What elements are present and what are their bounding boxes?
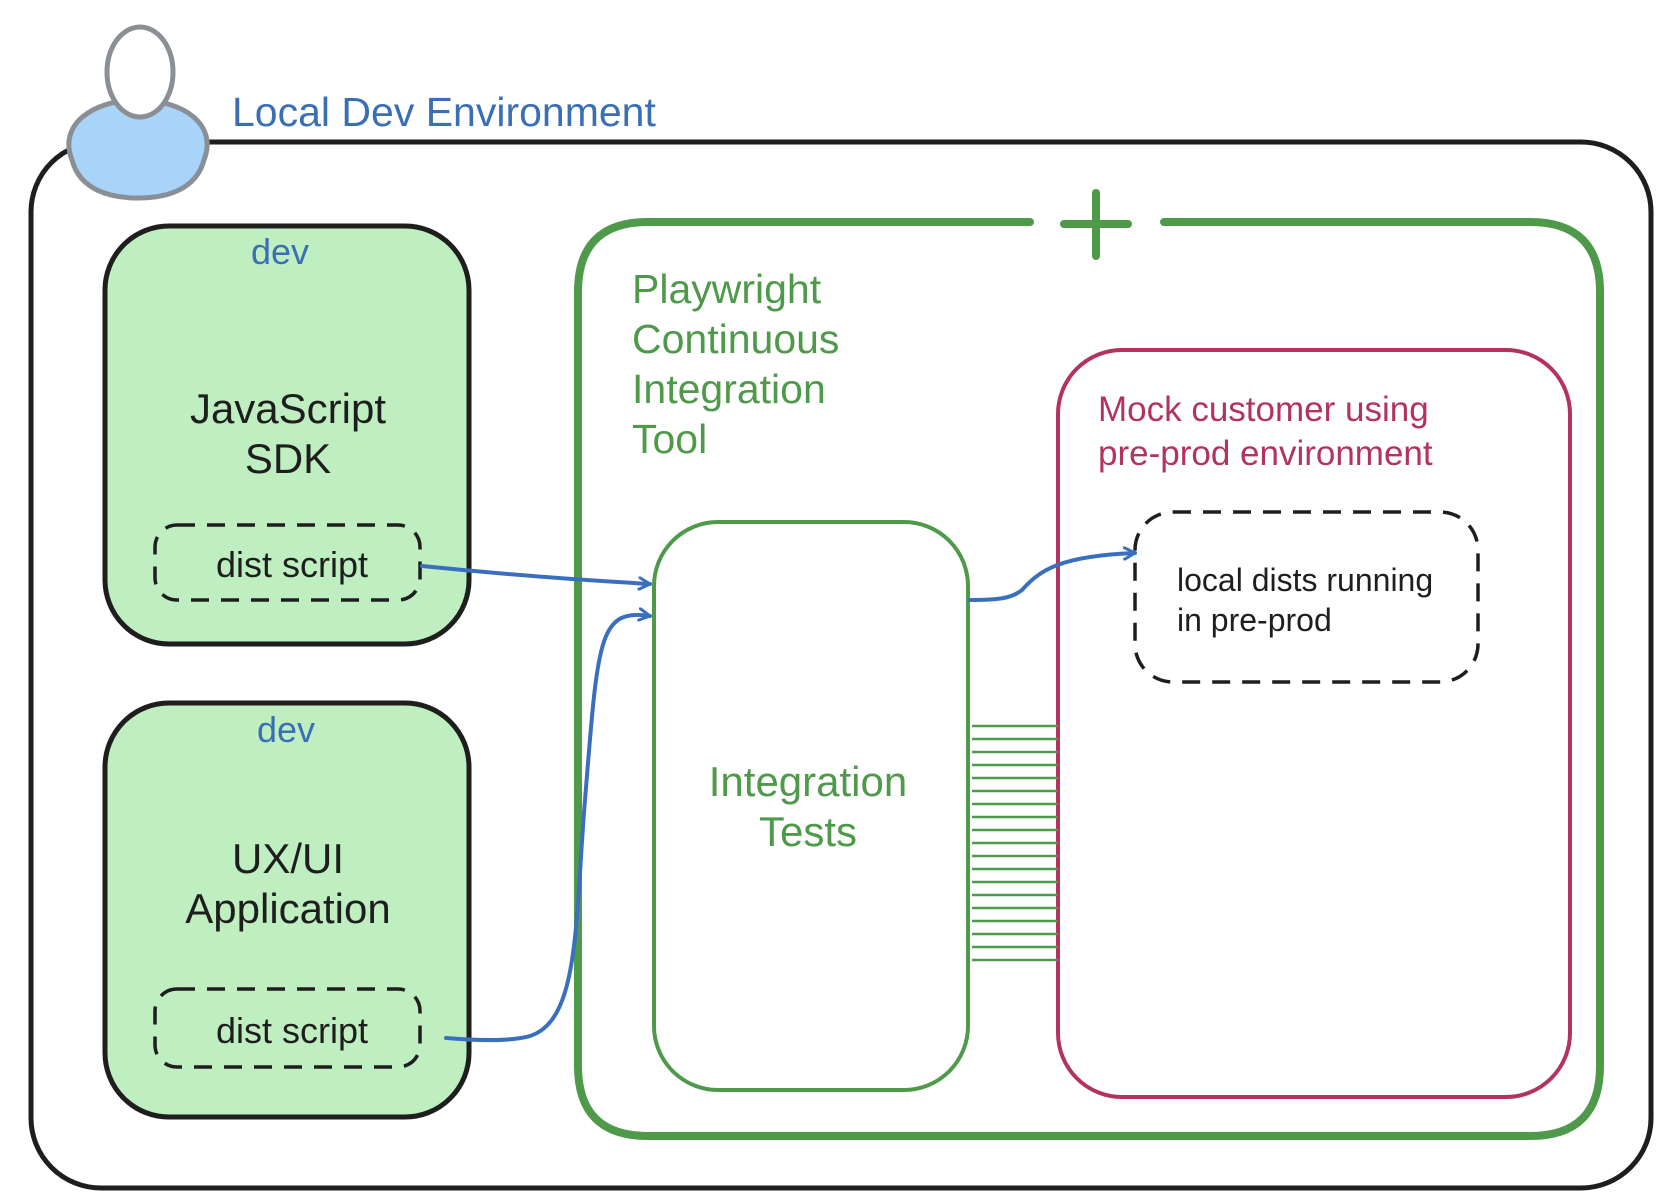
plus-icon — [1060, 189, 1132, 260]
ci-tool-container — [574, 217, 1604, 1140]
integration-tests-box — [652, 520, 970, 1092]
connector-hatching — [972, 724, 1058, 962]
sdk-dist-script-box — [153, 523, 422, 602]
app-dist-script-box — [153, 987, 422, 1069]
local-dev-environment-container — [28, 139, 1654, 1191]
app-box — [102, 700, 472, 1120]
arrow-app-to-tests — [444, 615, 652, 1042]
person-icon — [66, 24, 210, 201]
arrow-tests-to-local-dists — [968, 553, 1137, 602]
local-dists-box — [1133, 510, 1480, 684]
sdk-box — [102, 223, 472, 647]
arrow-sdk-to-tests — [420, 564, 652, 584]
mock-customer-box — [1056, 348, 1572, 1099]
